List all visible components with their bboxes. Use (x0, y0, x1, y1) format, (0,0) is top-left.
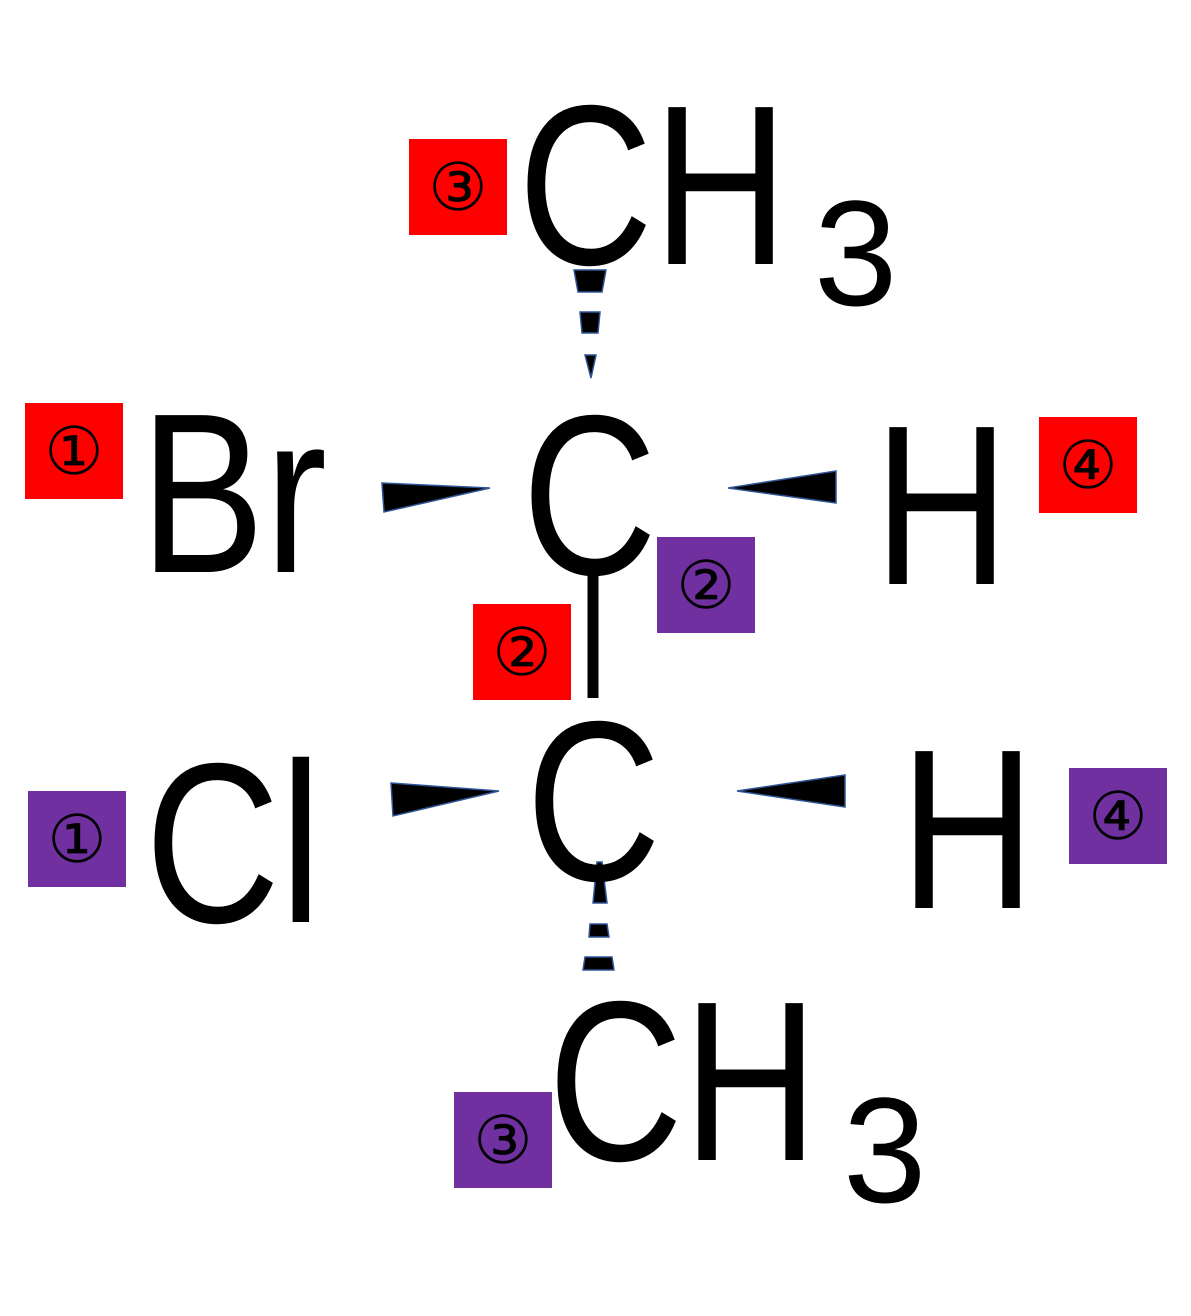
priority-number: ① (44, 412, 104, 490)
br-wedge-bond (381, 482, 491, 513)
bottom-ch3-group: CH (548, 968, 818, 1196)
top-ch3-label: CH (518, 59, 789, 313)
priority-badge-lower-to-upper-carbon: ② (657, 537, 755, 633)
lower-carbon-atom: C (526, 675, 662, 929)
priority-number: ① (47, 800, 107, 878)
priority-badge-bottom-ch3: ③ (454, 1092, 552, 1188)
priority-badge-upper-h: ④ (1039, 417, 1137, 513)
priority-number: ④ (1088, 777, 1148, 855)
priority-number: ④ (1058, 426, 1118, 504)
cl-atom: Cl (145, 717, 322, 971)
priority-badge-cl: ① (28, 791, 126, 887)
lower-hashed-bond (582, 861, 615, 971)
upper-carbon-atom: C (522, 369, 658, 623)
br-atom: Br (140, 367, 327, 621)
priority-badge-br: ① (25, 403, 123, 499)
priority-number: ② (492, 613, 552, 691)
top-ch3-subscript: 3 (814, 169, 898, 337)
priority-badge-upper-to-lower-carbon: ② (473, 604, 571, 700)
upper-h-atom: H (874, 379, 1010, 633)
priority-number: ② (676, 546, 736, 624)
priority-number: ③ (428, 148, 488, 226)
lower-h-atom: H (900, 703, 1036, 957)
top-ch3-group: CH (518, 72, 788, 300)
priority-badge-lower-h: ④ (1069, 768, 1167, 864)
upper-hashed-bond (573, 269, 607, 379)
bottom-ch3-label: CH (548, 955, 819, 1209)
priority-badge-top-ch3: ③ (409, 139, 507, 235)
cl-wedge-bond (390, 782, 500, 817)
bottom-ch3-subscript: 3 (843, 1066, 927, 1234)
upper-h-wedge-bond (727, 470, 837, 504)
lower-h-wedge-bond (736, 774, 846, 808)
priority-number: ③ (473, 1101, 533, 1179)
